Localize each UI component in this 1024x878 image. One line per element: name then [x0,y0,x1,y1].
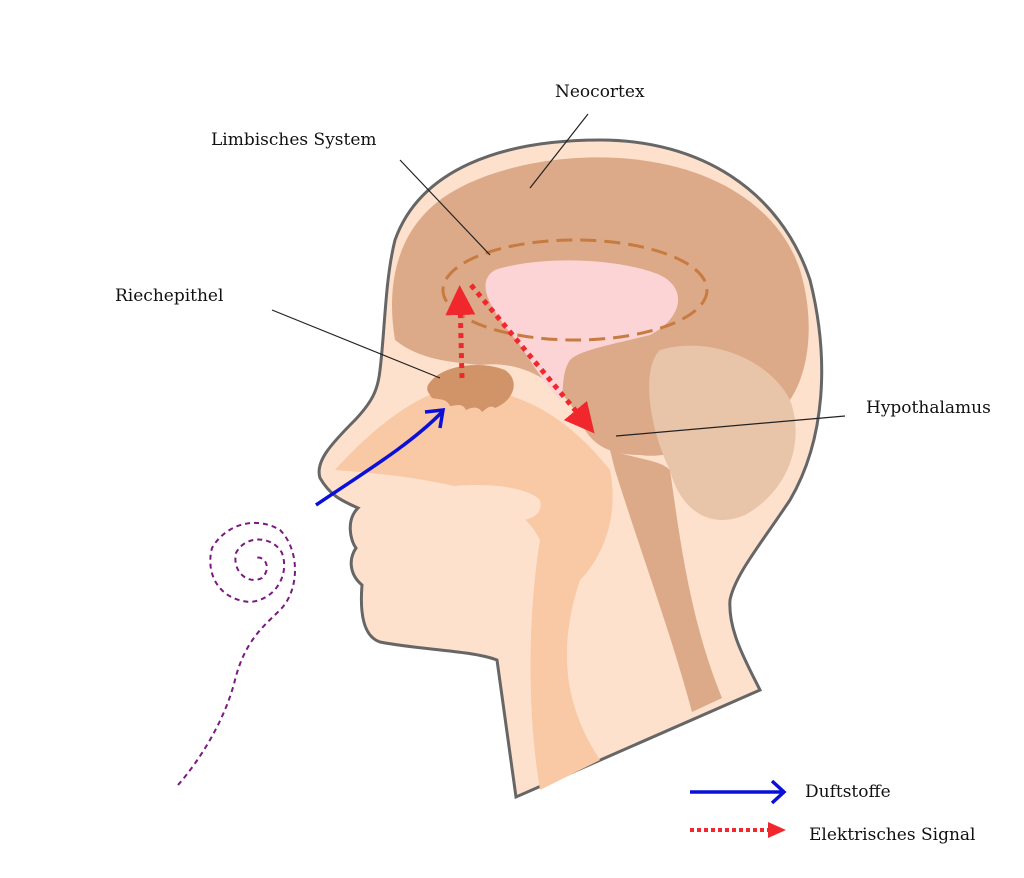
cerebellum [649,345,796,520]
odorant-arrow-head [424,408,446,429]
legend-signal-head [768,822,786,838]
tongue [390,521,530,585]
nasal-cavity [335,387,613,790]
label-limbic-system: Limbisches System [211,130,377,150]
palate [390,485,541,522]
olfactory-epithelium [427,365,514,412]
brainstem [610,450,722,712]
hypothalamus-leader [615,415,846,437]
odor-swirl [177,521,296,786]
legend-signal-label: Elektrisches Signal [809,825,976,845]
limbic-boundary [441,238,709,342]
limbic-system [485,260,679,400]
odorant-arrow [315,410,444,507]
limbic-leader [399,159,491,256]
signal-arrow-up [445,285,476,379]
label-neocortex: Neocortex [555,82,645,102]
legend-odorant-head [770,779,787,805]
neocortex-leader [529,113,589,189]
legend-odorants-label: Duftstoffe [805,782,891,802]
label-hypothalamus: Hypothalamus [866,398,991,418]
riechepithel-leader [271,309,441,379]
label-riechepithel: Riechepithel [115,286,224,306]
